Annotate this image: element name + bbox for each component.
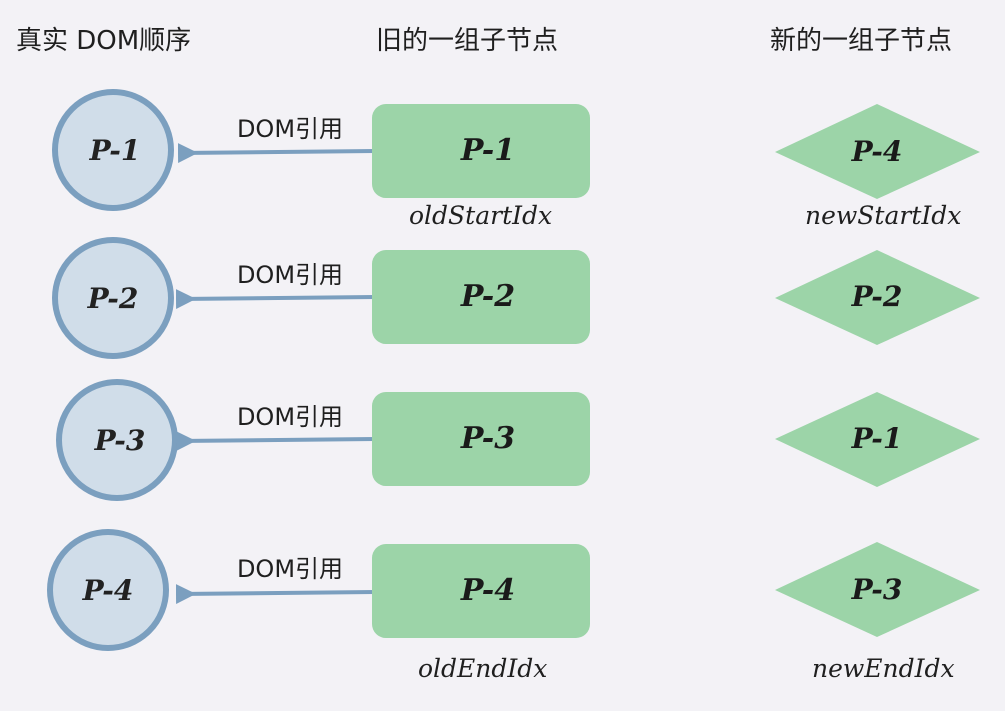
real-dom-node-1: P-1 [52,89,174,211]
dom-ref-label: DOM引用 [237,555,343,583]
old-end-idx-label: oldEndIdx [418,654,548,683]
new-node-label: P-1 [851,422,903,455]
real-dom-node-label: P-2 [87,282,139,315]
new-node-4: P-3 [775,542,980,637]
header-new-children: 新的一组子节点 [770,26,953,56]
header-old-children: 旧的一组子节点 [376,26,559,56]
new-end-idx-label: newEndIdx [812,654,955,683]
old-node-label: P-4 [460,573,515,608]
new-node-label: P-3 [851,573,903,606]
new-node-1: P-4 [775,104,980,199]
old-node-2: P-2 [372,250,590,344]
dom-ref-arrow-1: DOM引用 [177,115,376,164]
new-node-3: P-1 [775,392,980,487]
real-dom-node-label: P-3 [94,424,146,457]
header-real-dom: 真实 DOM顺序 [16,26,192,56]
old-start-idx-label: oldStartIdx [409,201,553,230]
new-node-label: P-4 [851,135,903,168]
real-dom-node-3: P-3 [56,379,178,501]
real-dom-node-4: P-4 [47,529,169,651]
old-node-label: P-2 [460,279,515,314]
old-node-4: P-4 [372,544,590,638]
dom-ref-arrow-2: DOM引用 [175,261,376,310]
new-node-label: P-2 [851,280,903,313]
dom-ref-label: DOM引用 [237,403,343,431]
dom-ref-label: DOM引用 [237,115,343,143]
old-node-label: P-1 [460,133,515,168]
real-dom-node-label: P-4 [82,574,134,607]
dom-ref-arrow-4: DOM引用 [175,555,376,605]
old-node-1: P-1 [372,104,590,198]
real-dom-node-label: P-1 [89,134,141,167]
old-node-label: P-3 [460,421,515,456]
real-dom-node-2: P-2 [52,237,174,359]
new-start-idx-label: newStartIdx [805,201,962,230]
dom-ref-arrow-3: DOM引用 [175,403,376,452]
new-node-2: P-2 [775,250,980,345]
dom-ref-label: DOM引用 [237,261,343,289]
old-node-3: P-3 [372,392,590,486]
